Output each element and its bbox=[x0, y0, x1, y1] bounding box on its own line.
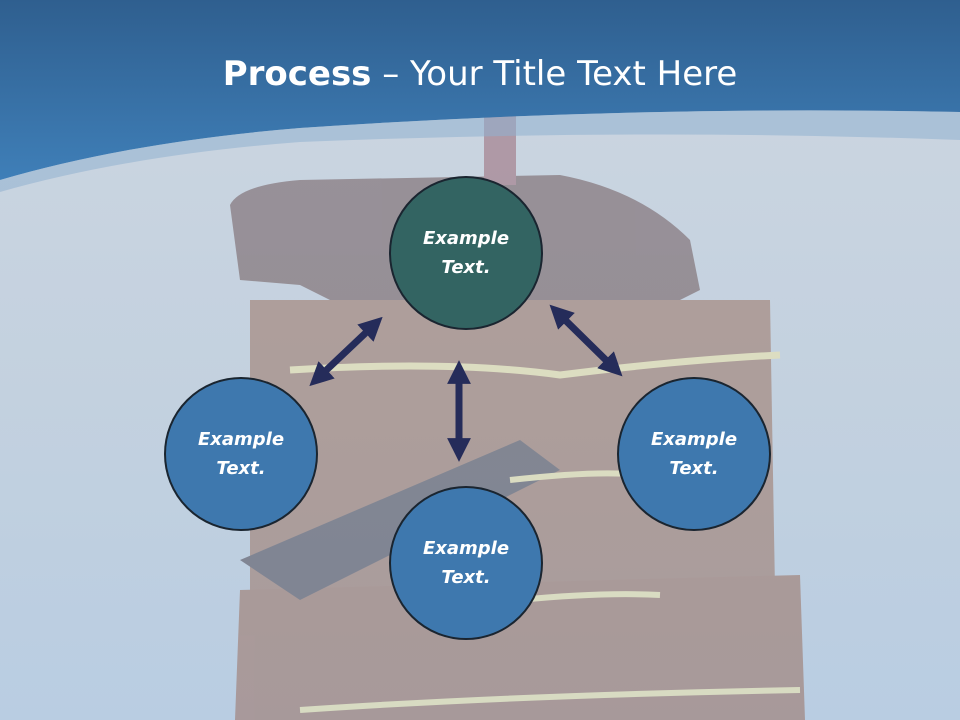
process-node-right-text: Example Text. bbox=[650, 429, 738, 479]
arrow-top-right bbox=[549, 304, 623, 377]
arrow-top-left bbox=[309, 316, 383, 387]
process-node-bottom[interactable]: Example Text. bbox=[389, 486, 543, 640]
title-rest: – Your Title Text Here bbox=[371, 54, 738, 94]
slide-title: Process – Your Title Text Here bbox=[0, 52, 960, 96]
process-node-top[interactable]: Example Text. bbox=[389, 176, 543, 330]
process-node-left-text: Example Text. bbox=[197, 429, 285, 479]
process-node-top-text: Example Text. bbox=[422, 228, 510, 278]
process-node-bottom-text: Example Text. bbox=[422, 538, 510, 588]
header-band bbox=[0, 0, 960, 180]
title-bold: Process bbox=[222, 54, 372, 94]
process-node-left[interactable]: Example Text. bbox=[164, 377, 318, 531]
process-node-right[interactable]: Example Text. bbox=[617, 377, 771, 531]
